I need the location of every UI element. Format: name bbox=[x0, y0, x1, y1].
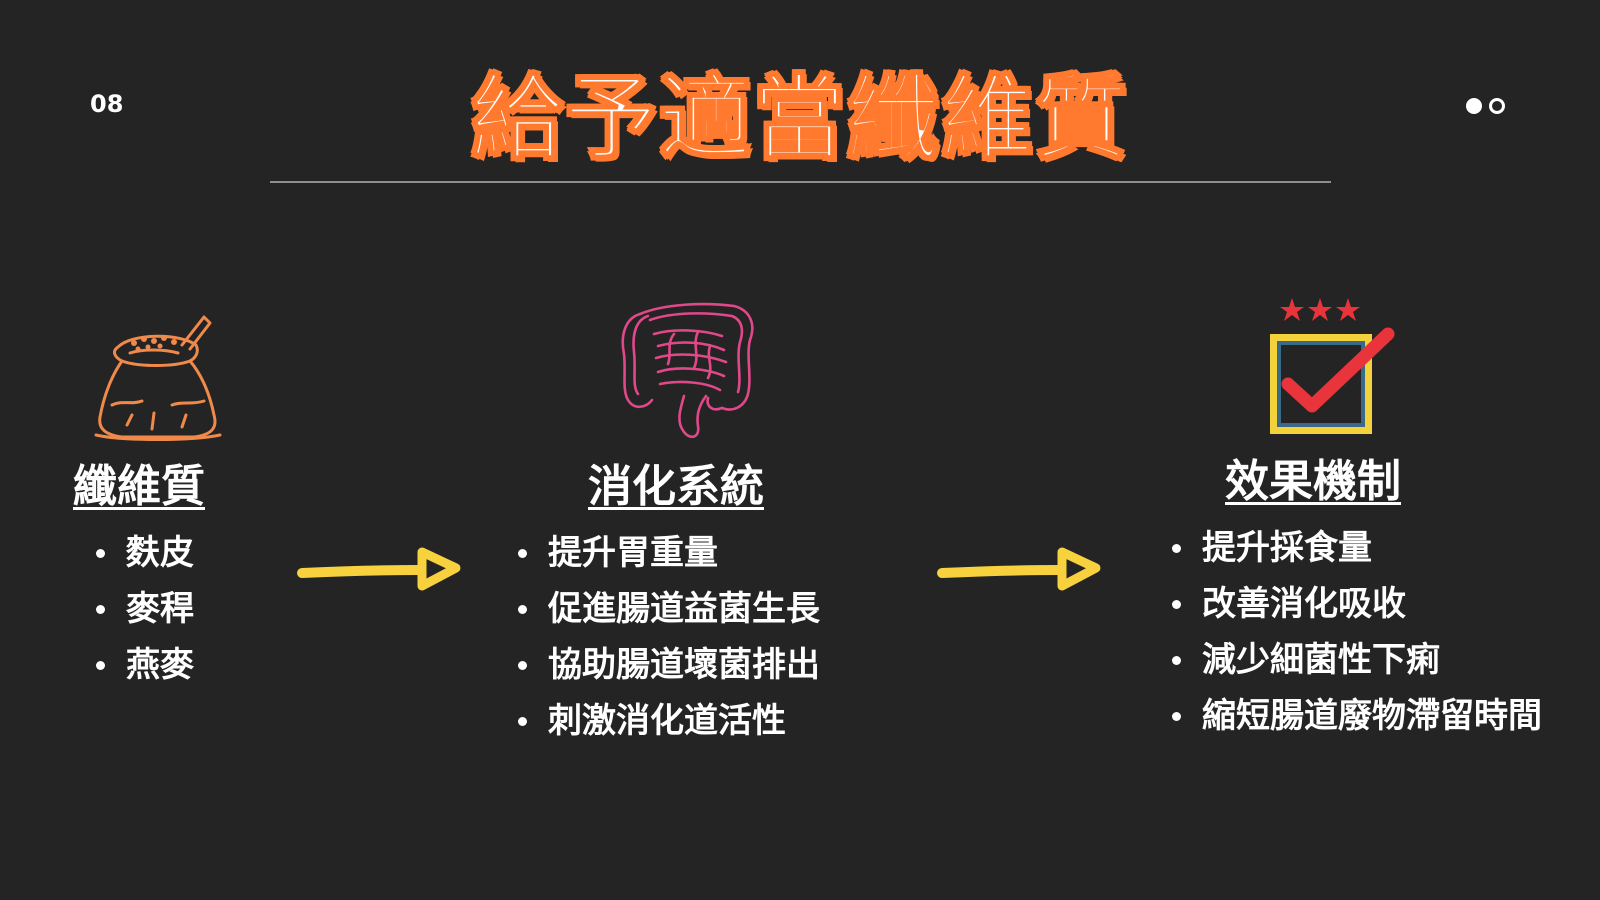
list-item: 協助腸道壞菌排出 bbox=[514, 637, 820, 693]
digestion-list: 提升胃重量 促進腸道益菌生長 協助腸道壞菌排出 刺激消化道活性 bbox=[514, 525, 820, 749]
arrow-right-icon bbox=[297, 547, 461, 591]
slide-title: 給予適當纖維質 bbox=[470, 65, 1129, 172]
intestine-icon bbox=[621, 302, 754, 439]
list-item: 刺激消化道活性 bbox=[514, 693, 820, 749]
list-item: 減少細菌性下痢 bbox=[1168, 632, 1547, 688]
list-item: 促進腸道益菌生長 bbox=[514, 581, 820, 637]
slide-dots bbox=[1466, 98, 1510, 116]
list-item: 提升胃重量 bbox=[514, 525, 820, 581]
list-item: 麩皮 bbox=[92, 525, 194, 581]
fiber-list: 麩皮 麥稈 燕麥 bbox=[92, 525, 194, 693]
checkbox-stars-icon bbox=[1270, 298, 1395, 434]
page-number: 08 bbox=[90, 90, 124, 118]
title-divider bbox=[270, 181, 1331, 183]
dot-filled bbox=[1466, 98, 1482, 114]
dot-hollow bbox=[1489, 98, 1505, 114]
column-heading-effect: 效果機制 bbox=[1225, 456, 1401, 507]
column-heading-fiber: 纖維質 bbox=[73, 461, 205, 512]
column-heading-digestion: 消化系統 bbox=[588, 461, 764, 512]
fiber-sack-icon bbox=[94, 315, 222, 441]
list-item: 改善消化吸收 bbox=[1168, 576, 1547, 632]
list-item: 提升採食量 bbox=[1168, 520, 1547, 576]
arrow-right-icon bbox=[937, 547, 1101, 591]
list-item: 麥稈 bbox=[92, 581, 194, 637]
effect-list: 提升採食量 改善消化吸收 減少細菌性下痢 縮短腸道廢物滯留時間 bbox=[1168, 520, 1547, 744]
list-item: 縮短腸道廢物滯留時間 bbox=[1168, 688, 1547, 744]
list-item: 燕麥 bbox=[92, 637, 194, 693]
